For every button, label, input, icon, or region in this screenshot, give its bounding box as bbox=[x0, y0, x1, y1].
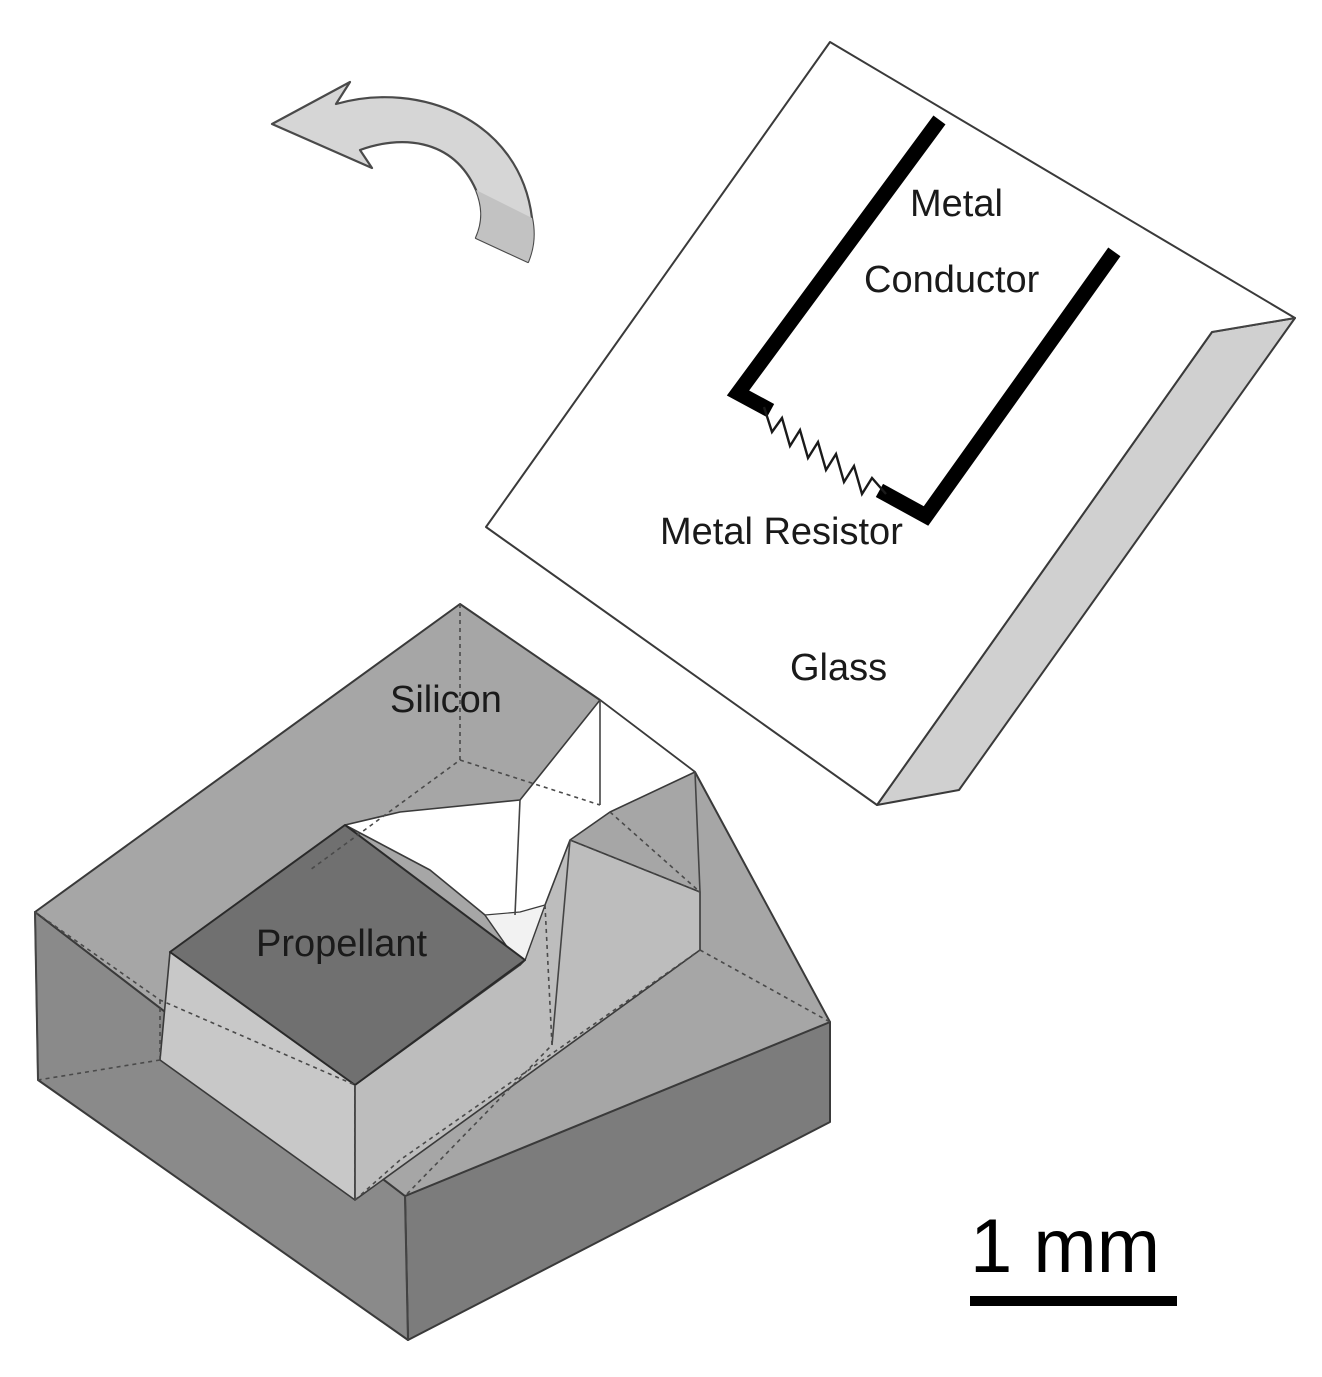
curved-flip-arrow-icon bbox=[270, 80, 535, 264]
flip-arrow-shade bbox=[476, 190, 534, 262]
glass-edge-line bbox=[1211, 317, 1296, 333]
hidden-edge bbox=[404, 904, 553, 1197]
label-conductor: Conductor bbox=[864, 259, 1040, 301]
hidden-edge bbox=[34, 911, 356, 1086]
label-metal: Metal bbox=[910, 183, 1003, 225]
metal-resistor-zigzag bbox=[762, 406, 887, 497]
propellant bbox=[169, 824, 526, 1086]
label-propellant: Propellant bbox=[256, 923, 428, 965]
hidden-edge bbox=[459, 759, 601, 806]
glass-top-face bbox=[485, 41, 1296, 806]
nozzle-edge-line bbox=[514, 799, 521, 916]
block-corner-edge bbox=[404, 1195, 409, 1341]
nozzle-edge-line bbox=[694, 771, 701, 893]
silicon-block: Silicon Propellant bbox=[34, 603, 831, 1341]
hidden-edge bbox=[354, 949, 701, 1201]
nozzle-edge-line bbox=[551, 839, 571, 1046]
block-front-edge bbox=[34, 911, 39, 1081]
scale-bar-line bbox=[970, 1296, 1177, 1306]
hidden-edge bbox=[699, 949, 831, 1023]
metal-conductor-trace bbox=[726, 115, 946, 418]
label-metal-resistor: Metal Resistor bbox=[660, 511, 903, 553]
glass-cover: Metal Conductor Metal Resistor Glass bbox=[485, 41, 1296, 806]
scale-bar: 1 mm bbox=[970, 1204, 1177, 1306]
scale-bar-label: 1 mm bbox=[970, 1204, 1160, 1289]
metal-conductor-trace-right bbox=[875, 247, 1121, 526]
label-silicon: Silicon bbox=[390, 679, 502, 721]
label-glass: Glass bbox=[790, 647, 887, 689]
